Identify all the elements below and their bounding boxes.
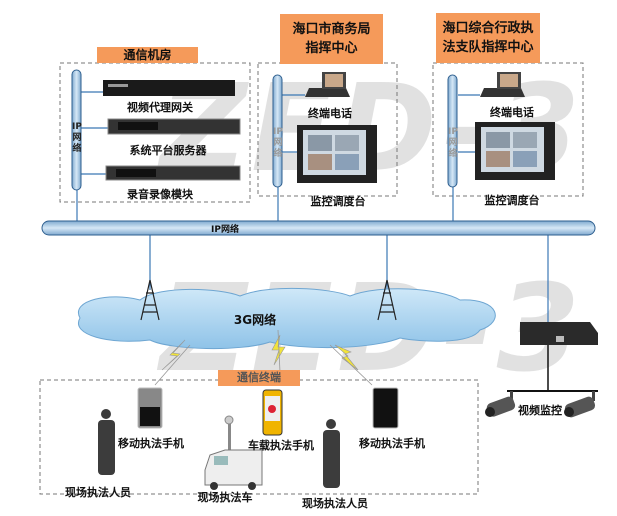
signal-bolt-2 (271, 334, 286, 366)
commerce-phone-label: 终端电话 (308, 107, 352, 120)
comm-room-box (59, 62, 251, 203)
mobile-phone-1 (137, 387, 163, 429)
terminals-title: 通信终端 (218, 370, 300, 386)
terminal-phone-2 (480, 72, 525, 97)
terminal-phone-1 (305, 72, 350, 97)
comm-room-title: 通信机房 (97, 47, 198, 63)
signal-bolt-1 (161, 339, 186, 371)
officer-1-label: 现场执法人员 (65, 486, 131, 499)
cloud-label: 3G网络 (233, 313, 277, 327)
recording-module-label: 录音录像模块 (127, 188, 193, 201)
officer-1 (98, 409, 115, 475)
tower-1 (140, 279, 160, 321)
backbone-label: IP网络 (211, 225, 239, 235)
enforcement-console-label: 监控调度台 (484, 194, 540, 207)
enforcement-center-box (432, 62, 584, 197)
camera-2 (564, 391, 596, 418)
enforcement-pipe-label: IP网络 (448, 127, 458, 159)
commerce-center-box (257, 62, 398, 197)
signal-bolt-3 (334, 344, 359, 371)
vehicle-label: 现场执法车 (197, 491, 253, 504)
tower-2 (377, 279, 397, 321)
mobile-phone-2-label: 移动执法手机 (359, 437, 425, 450)
video-surveillance-label: 视频监控 (518, 404, 562, 417)
camera-1 (485, 391, 516, 417)
commerce-center-title-line1: 海口市商务局 (292, 22, 371, 37)
enforcement-center-title-line1: 海口综合行政执 (442, 21, 534, 36)
comm-room-pipe-label: IP网络 (72, 122, 82, 154)
console-2 (475, 122, 555, 180)
commerce-console-label: 监控调度台 (310, 195, 366, 208)
comm-room-ip-pipe (71, 69, 82, 191)
3g-cloud (77, 287, 496, 350)
officer-2-label: 现场执法人员 (302, 497, 368, 510)
commerce-pipe-label: IP网络 (273, 127, 283, 159)
vehicle-phone-label: 车载执法手机 (248, 439, 314, 452)
recording-module (105, 165, 241, 181)
commerce-ip-pipe (272, 74, 283, 188)
ip-backbone-pipe (41, 220, 596, 236)
console-1 (297, 125, 377, 183)
mobile-phone-1-label: 移动执法手机 (118, 437, 184, 450)
enforcement-phone-label: 终端电话 (490, 106, 534, 119)
gateway-device (103, 80, 235, 96)
enforcement-center-title-line2: 法支队指挥中心 (442, 40, 534, 55)
enforcement-van (204, 415, 263, 490)
enforcement-ip-pipe (447, 74, 458, 188)
mobile-phone-2 (372, 387, 399, 429)
platform-server-label: 系统平台服务器 (129, 144, 207, 157)
commerce-center-title: 海口市商务局 指挥中心 (280, 14, 383, 64)
officer-2 (323, 419, 340, 488)
video-encoder (520, 322, 598, 345)
commerce-center-title-line2: 指挥中心 (305, 41, 358, 56)
gateway-label: 视频代理网关 (127, 101, 193, 114)
vehicle-phone (262, 389, 283, 436)
platform-server (107, 118, 241, 135)
enforcement-center-title: 海口综合行政执 法支队指挥中心 (436, 13, 540, 63)
